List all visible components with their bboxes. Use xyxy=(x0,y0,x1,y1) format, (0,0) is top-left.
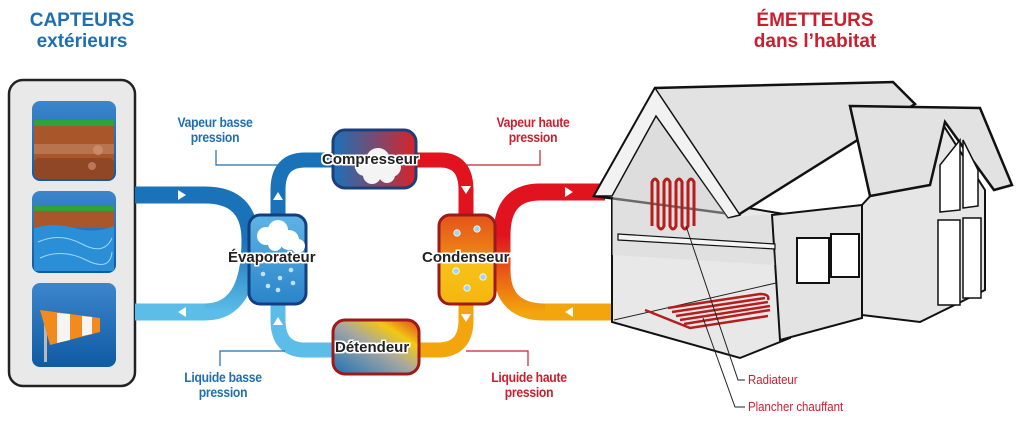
label-line: pression xyxy=(504,385,554,400)
condenseur-label: Condenseur xyxy=(422,249,510,266)
capteurs-title-line1: CAPTEURS xyxy=(29,10,135,31)
label-line: Liquide haute xyxy=(491,370,567,385)
compresseur-label: Compresseur xyxy=(322,151,419,168)
emetteurs-title: ÉMETTEURS dans l’habitat xyxy=(740,10,890,52)
detendeur-label: Détendeur xyxy=(335,339,410,356)
label-line: Vapeur basse xyxy=(177,115,253,130)
plancher-chauffant-label: Plancher chauffant xyxy=(748,399,844,414)
label-vapeur-basse-pression: Vapeur basse pression xyxy=(166,115,265,145)
emetteurs-loop-pipe xyxy=(493,183,612,321)
label-line: pression xyxy=(508,130,558,145)
arrow-right-icon xyxy=(178,190,186,200)
water-table-icon xyxy=(32,191,116,273)
cloud-icon xyxy=(257,220,305,253)
compresseur-box xyxy=(331,128,418,190)
arrow-up-icon xyxy=(273,192,283,200)
evaporateur-label: Évaporateur xyxy=(228,249,316,266)
label-liquide-haute-pression: Liquide haute pression xyxy=(480,370,579,400)
underfloor-heating-icon xyxy=(644,292,771,330)
windsock-icon xyxy=(32,283,116,367)
droplets-icon xyxy=(452,225,487,292)
capteurs-title-line2: extérieurs xyxy=(36,31,128,52)
soil-icon xyxy=(32,101,116,181)
arrow-down-icon xyxy=(461,314,471,322)
state-leader-lines xyxy=(215,150,541,366)
evaporateur-box xyxy=(247,213,308,306)
flow-arrows xyxy=(178,186,573,325)
capteurs-title: CAPTEURS extérieurs xyxy=(18,10,146,52)
emetteurs-title-line2: dans l’habitat xyxy=(753,31,877,52)
arrow-down-icon xyxy=(461,186,471,194)
label-line: Vapeur haute xyxy=(496,115,570,130)
label-line: pression xyxy=(190,130,240,145)
arrow-up-icon xyxy=(273,317,283,325)
label-line: pression xyxy=(198,385,248,400)
emetteurs-title-line1: ÉMETTEURS xyxy=(756,10,874,31)
radiator-icon xyxy=(650,177,696,231)
condenseur-box xyxy=(437,213,497,306)
radiateur-label: Radiateur xyxy=(748,372,798,387)
arrow-left-icon xyxy=(565,307,573,317)
label-line: Liquide basse xyxy=(184,370,262,385)
label-liquide-basse-pression: Liquide basse pression xyxy=(174,370,273,400)
house-illustration xyxy=(592,80,1014,408)
cloud-icon xyxy=(355,148,401,184)
arrow-left-icon xyxy=(178,307,186,317)
label-vapeur-haute-pression: Vapeur haute pression xyxy=(484,115,583,145)
detendeur-box xyxy=(331,318,421,376)
droplets-icon xyxy=(260,267,296,293)
arrow-right-icon xyxy=(565,187,573,197)
